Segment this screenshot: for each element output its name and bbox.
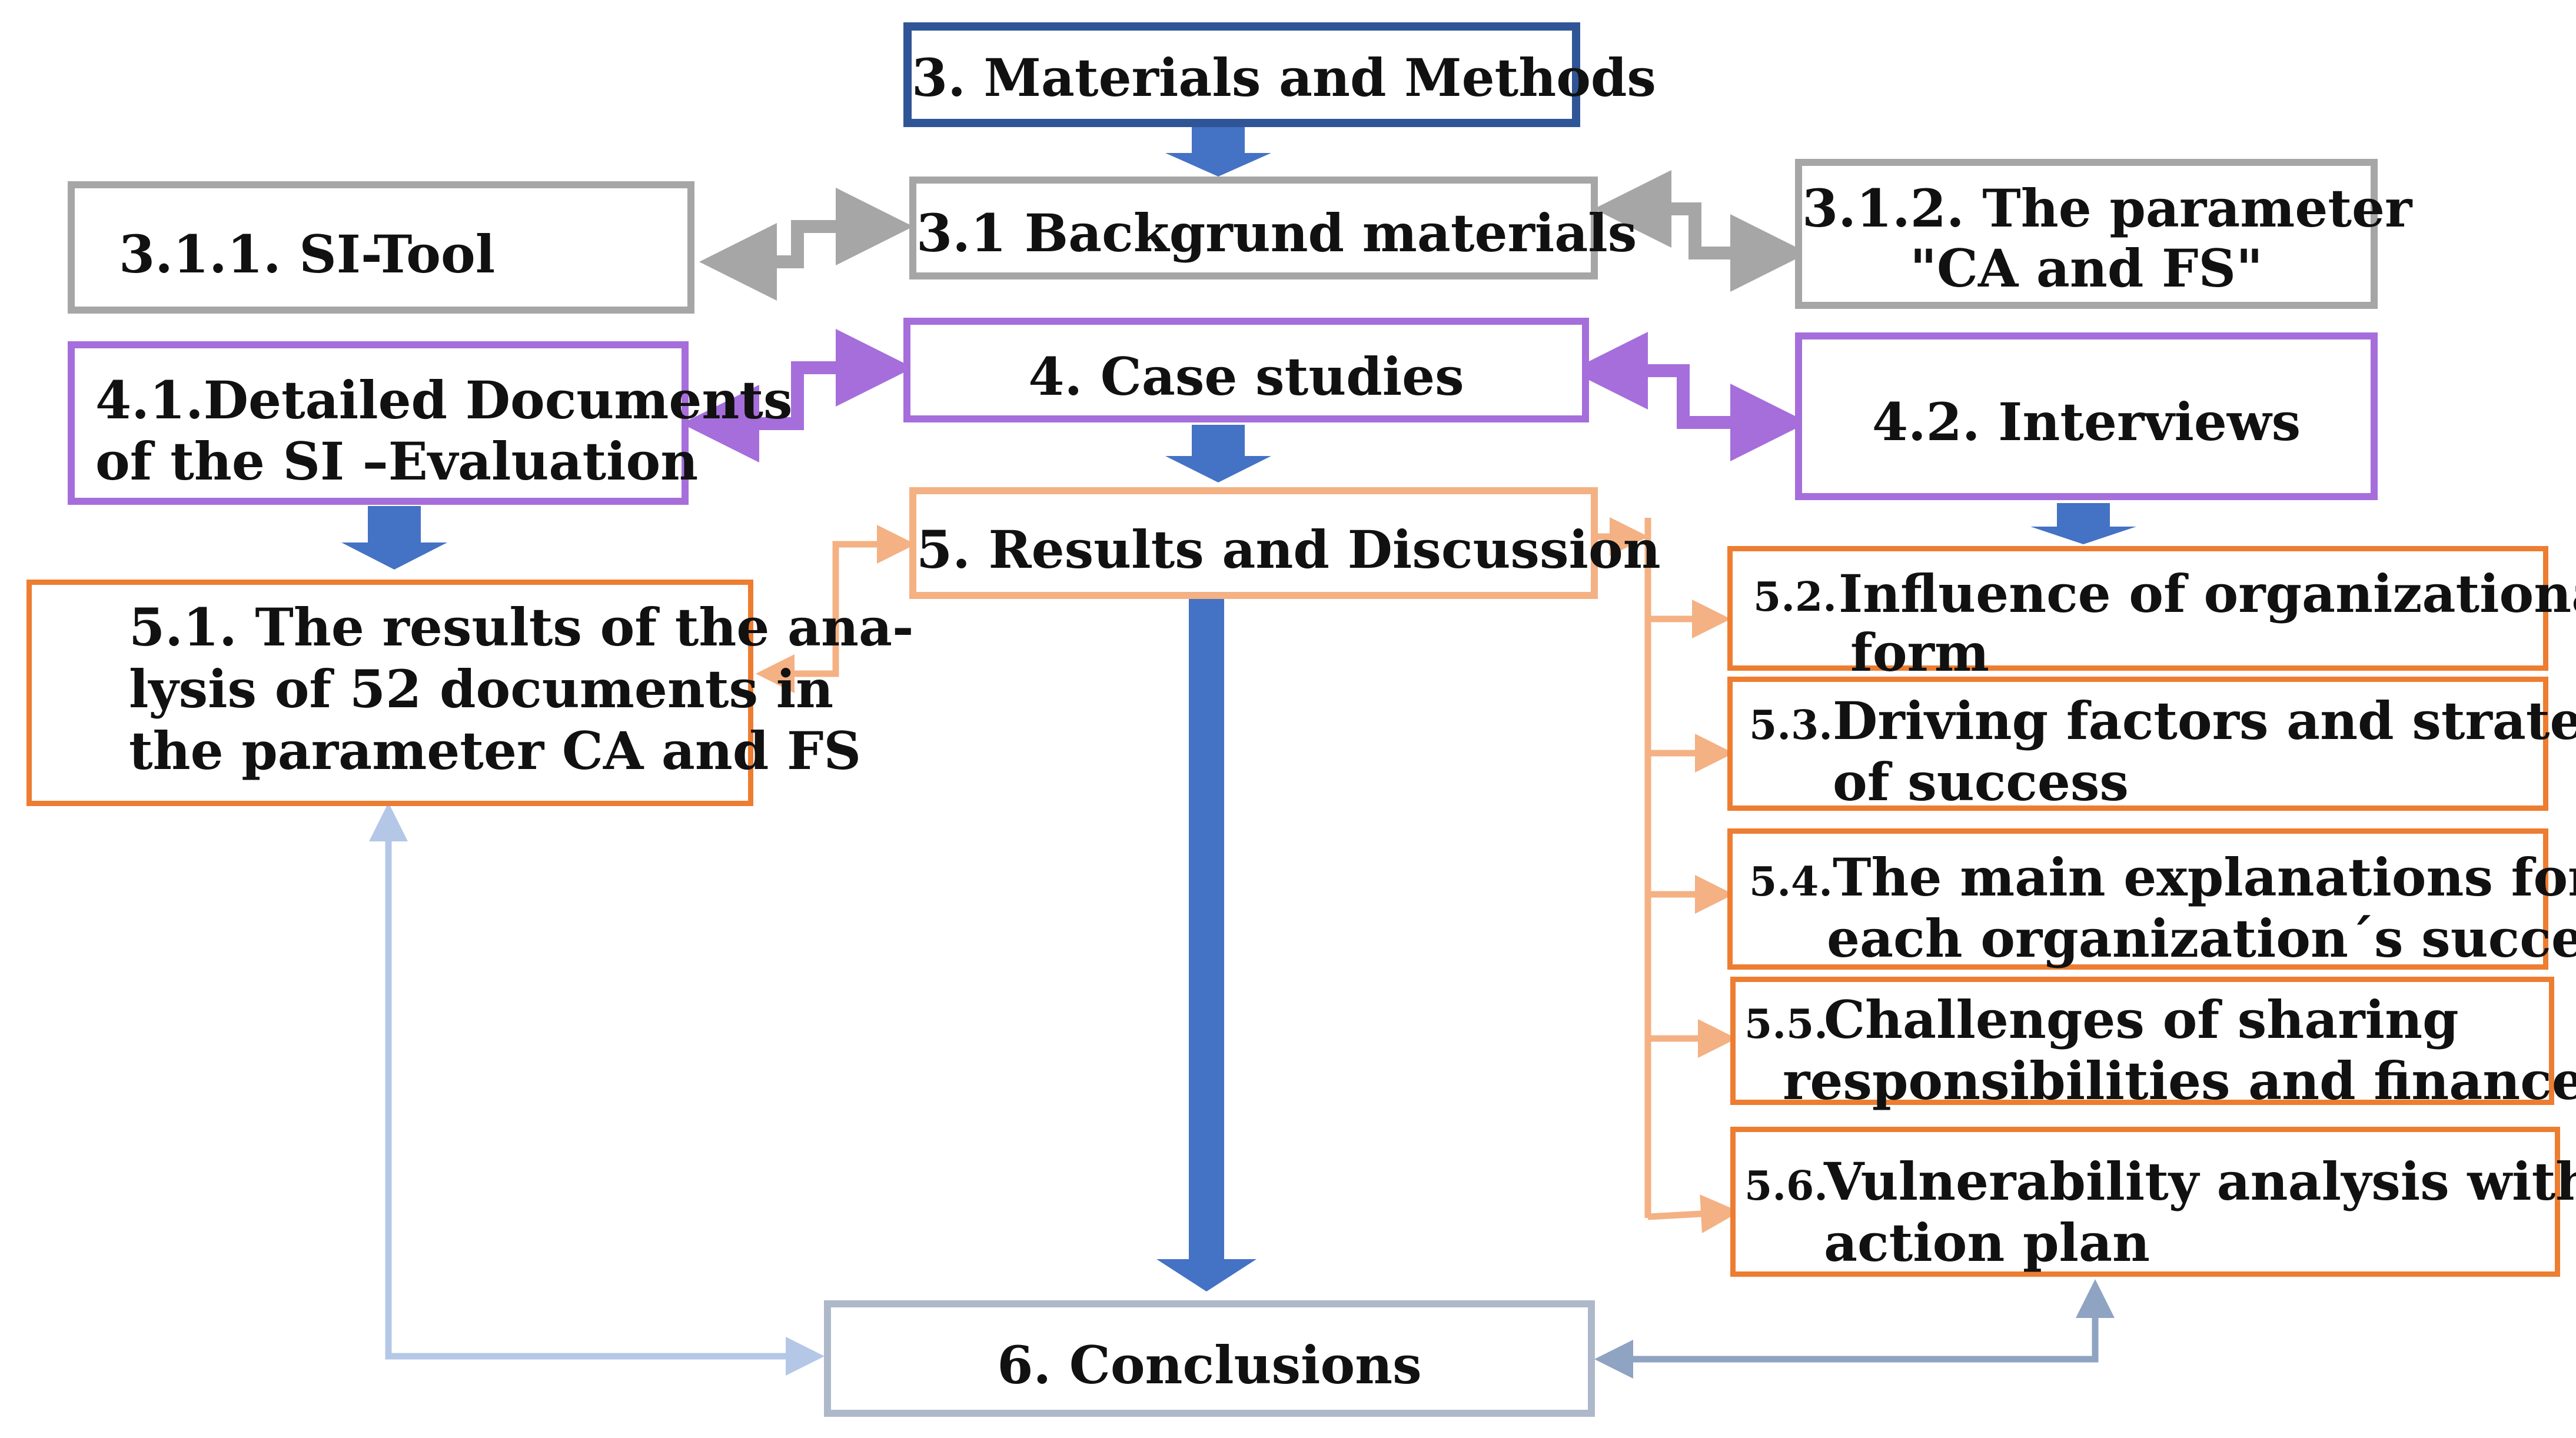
interviews-label: 4.2. Interviews: [1872, 391, 2301, 452]
arrow-background-si-tool: [699, 188, 913, 301]
result-5-5-box: 5.5. Challenges of sharing responsibilit…: [1730, 977, 2576, 1111]
arrow-case-to-results: [1165, 425, 1271, 482]
result-5-6-line1: Vulnerability analysis with an: [1824, 1151, 2576, 1212]
result-5-5-number: 5.5.: [1744, 1001, 1828, 1048]
background-materials-box: 3.1 Backgrund materials: [909, 177, 1637, 279]
interviews-box: 4.2. Interviews: [1795, 332, 2378, 500]
result-5-5-line2: responsibilities and finances: [1783, 1050, 2576, 1111]
result-5-1-line3: the parameter CA and FS: [129, 720, 862, 781]
result-5-3-box: 5.3. Driving factors and strategies of s…: [1727, 677, 2576, 813]
result-5-3-line2: of success: [1833, 751, 2129, 813]
result-5-4-line1: The main explanations for: [1833, 847, 2576, 908]
arrow-case-studies-detailed: [682, 329, 913, 462]
result-5-3-line1: Driving factors and strategies: [1833, 690, 2576, 751]
arrow-results-to-conclusions: [1156, 588, 1257, 1291]
conclusions-box: 6. Conclusions: [824, 1300, 1595, 1417]
result-5-1-line1: 5.1. The results of the ana-: [129, 597, 914, 658]
case-studies-box: 4. Case studies: [903, 318, 1589, 422]
arrow-detailed-to-5-1: [341, 506, 447, 570]
arrow-case-studies-interviews: [1570, 332, 1808, 461]
result-5-6-number: 5.6.: [1744, 1163, 1828, 1210]
conclusions-label: 6. Conclusions: [997, 1334, 1422, 1396]
detailed-documents-box: 4.1.Detailed Documents of the SI –Evalua…: [68, 341, 793, 505]
result-5-1-line2: lysis of 52 documents in: [129, 658, 834, 720]
materials-methods-box: 3. Materials and Methods: [903, 22, 1656, 127]
parameter-label-line2: "CA and FS": [1910, 238, 2263, 299]
detailed-documents-line1: 4.1.Detailed Documents: [95, 370, 793, 431]
result-5-6-box: 5.6. Vulnerability analysis with an acti…: [1730, 1127, 2576, 1277]
result-5-4-number: 5.4.: [1749, 858, 1833, 906]
si-tool-box: 3.1.1. SI-Tool: [68, 181, 694, 314]
result-5-2-number: 5.2.: [1753, 574, 1837, 621]
result-5-1-box: 5.1. The results of the ana- lysis of 52…: [26, 580, 914, 806]
arrow-5-1-conclusions: [369, 803, 825, 1376]
result-5-2-line1: Influence of organizational: [1839, 563, 2576, 624]
case-studies-label: 4. Case studies: [1028, 346, 1464, 407]
results-discussion-box: 5. Results and Discussion: [909, 487, 1661, 599]
arrow-methods-to-background: [1165, 115, 1271, 177]
result-5-5-line1: Challenges of sharing: [1824, 989, 2459, 1050]
result-5-3-number: 5.3.: [1749, 702, 1833, 749]
parameter-box: 3.1.2. The parameter "CA and FS": [1795, 159, 2412, 309]
parameter-label-line1: 3.1.2. The parameter: [1802, 178, 2412, 239]
arrow-bus-to-5-6: [1647, 1194, 1740, 1233]
arrow-background-parameter: [1594, 170, 1808, 292]
background-materials-label: 3.1 Backgrund materials: [916, 202, 1637, 264]
arrow-results-to-5-1: [756, 525, 916, 693]
result-5-6-line2: action plan: [1824, 1212, 2150, 1273]
result-5-4-box: 5.4. The main explanations for each orga…: [1727, 828, 2576, 970]
materials-methods-label: 3. Materials and Methods: [912, 47, 1656, 108]
arrow-conclusions-5-6: [1594, 1279, 2115, 1379]
arrow-interviews-to-5-2: [2030, 503, 2136, 544]
si-tool-label: 3.1.1. SI-Tool: [119, 224, 496, 285]
result-5-4-line2: each organization´s success: [1827, 908, 2576, 969]
result-5-2-line2: form: [1850, 622, 1990, 683]
results-discussion-label: 5. Results and Discussion: [916, 519, 1661, 580]
detailed-documents-line2: of the SI –Evaluation: [95, 431, 699, 492]
result-5-2-box: 5.2. Influence of organizational form: [1727, 546, 2576, 683]
